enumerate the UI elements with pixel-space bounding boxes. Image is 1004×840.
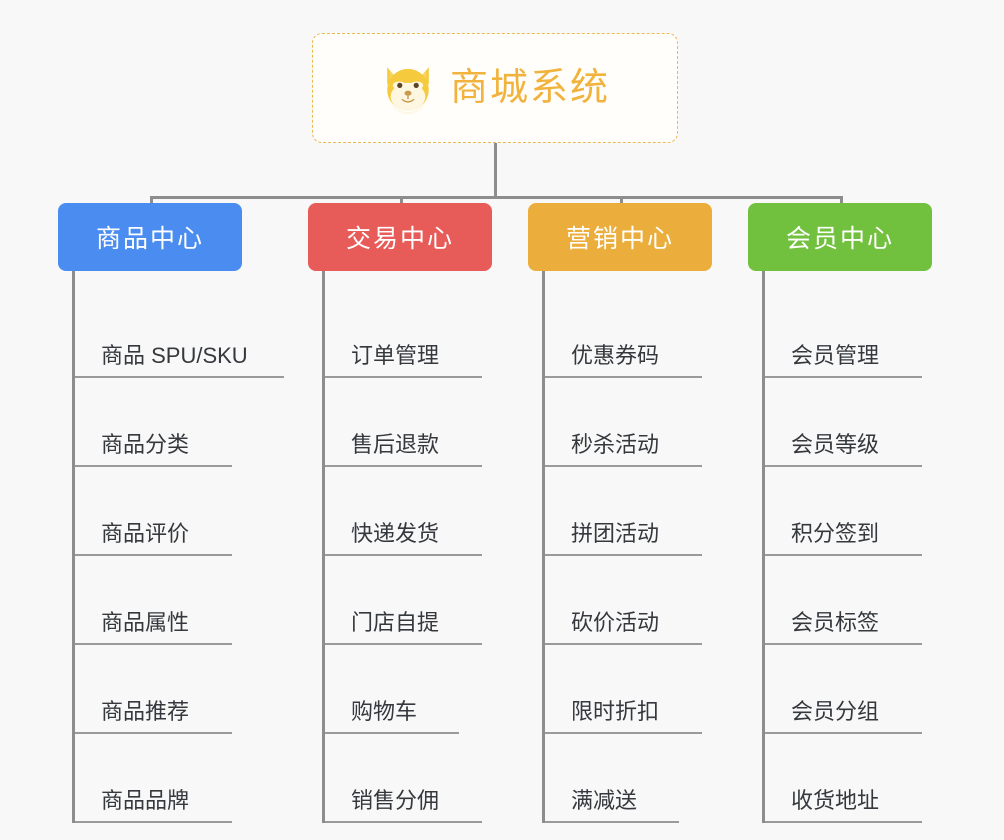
branch-label: 交易中心: [345, 225, 454, 253]
leaf-underline: [545, 376, 702, 378]
leaf-label: 秒杀活动: [571, 431, 660, 457]
leaf-underline: [325, 376, 482, 378]
leaf-label: 优惠券码: [571, 342, 660, 368]
connector-horizontal-bar: [150, 196, 842, 199]
leaf-label: 商品评价: [101, 520, 190, 546]
leaf-underline: [545, 554, 702, 556]
list-item[interactable]: 拼团活动: [545, 467, 712, 556]
leaf-label: 会员管理: [791, 342, 880, 368]
list-item[interactable]: 购物车: [325, 645, 492, 734]
list-item[interactable]: 商品品牌: [75, 734, 242, 823]
connector-drop-4: [840, 196, 843, 205]
root-title: 商城系统: [449, 67, 610, 109]
leaf-label: 会员标签: [791, 609, 880, 635]
leaf-label: 门店自提: [351, 609, 440, 635]
branch-header-trade-center[interactable]: 交易中心: [308, 203, 492, 271]
leaf-underline: [765, 376, 922, 378]
connector-drop-3: [620, 196, 623, 205]
leaf-underline: [75, 465, 232, 467]
leaf-underline: [325, 554, 482, 556]
connector-drop-2: [400, 196, 403, 205]
leaf-underline: [545, 821, 679, 823]
leaf-label: 商品品牌: [101, 787, 190, 813]
branch-marketing-center: 营销中心 优惠券码 秒杀活动 拼团活动 砍价活动 限时折扣: [528, 203, 712, 823]
branch-member-center: 会员中心 会员管理 会员等级 积分签到 会员标签 会员分组: [748, 203, 932, 823]
leaf-label: 满减送: [571, 787, 638, 813]
leaf-underline: [765, 465, 922, 467]
list-item[interactable]: 收货地址: [765, 734, 932, 823]
leaf-underline: [545, 643, 702, 645]
leaf-label: 售后退款: [351, 431, 440, 457]
leaf-underline: [765, 821, 922, 823]
branch-header-product-center[interactable]: 商品中心: [58, 203, 242, 271]
leaf-underline: [325, 821, 482, 823]
list-item[interactable]: 门店自提: [325, 556, 492, 645]
shiba-dog-face-icon: [387, 67, 429, 114]
leaf-underline: [75, 376, 284, 378]
leaf-label: 销售分佣: [351, 787, 440, 813]
leaf-underline: [765, 732, 922, 734]
leaf-label: 购物车: [351, 698, 418, 724]
leaf-underline: [325, 643, 482, 645]
list-item[interactable]: 会员管理: [765, 289, 932, 378]
leaf-label: 商品属性: [101, 609, 190, 635]
list-item[interactable]: 积分签到: [765, 467, 932, 556]
leaf-underline: [75, 821, 232, 823]
leaf-label: 订单管理: [351, 342, 440, 368]
leaf-label: 商品推荐: [101, 698, 190, 724]
list-item[interactable]: 商品分类: [75, 378, 242, 467]
list-item[interactable]: 满减送: [545, 734, 712, 823]
list-item[interactable]: 销售分佣: [325, 734, 492, 823]
leaf-underline: [765, 554, 922, 556]
list-item[interactable]: 限时折扣: [545, 645, 712, 734]
list-item[interactable]: 会员标签: [765, 556, 932, 645]
connector-drop-1: [150, 196, 153, 205]
branch-label: 营销中心: [565, 225, 674, 253]
branch-spine-marketing-center: 优惠券码 秒杀活动 拼团活动 砍价活动 限时折扣 满减送: [542, 271, 712, 823]
leaf-label: 快递发货: [351, 520, 440, 546]
list-item[interactable]: 优惠券码: [545, 289, 712, 378]
list-item[interactable]: 商品属性: [75, 556, 242, 645]
connector-trunk-vertical: [494, 143, 497, 199]
branch-product-center: 商品中心 商品 SPU/SKU 商品分类 商品评价 商品属性 商品推荐: [58, 203, 284, 823]
list-item[interactable]: 商品推荐: [75, 645, 242, 734]
leaf-underline: [325, 732, 459, 734]
leaf-underline: [765, 643, 922, 645]
leaf-underline: [75, 732, 232, 734]
leaf-label: 商品分类: [101, 431, 190, 457]
list-item[interactable]: 订单管理: [325, 289, 492, 378]
branch-header-marketing-center[interactable]: 营销中心: [528, 203, 712, 271]
leaf-label: 砍价活动: [571, 609, 660, 635]
branch-trade-center: 交易中心 订单管理 售后退款 快递发货 门店自提 购物车: [308, 203, 492, 823]
branch-spine-member-center: 会员管理 会员等级 积分签到 会员标签 会员分组 收货地址: [762, 271, 932, 823]
leaf-label: 会员等级: [791, 431, 880, 457]
leaf-underline: [545, 732, 702, 734]
leaf-label: 积分签到: [791, 520, 880, 546]
root-node[interactable]: 商城系统: [312, 33, 678, 143]
leaf-label: 会员分组: [791, 698, 880, 724]
list-item[interactable]: 商品 SPU/SKU: [75, 289, 284, 378]
leaf-underline: [75, 643, 232, 645]
branch-spine-product-center: 商品 SPU/SKU 商品分类 商品评价 商品属性 商品推荐 商品品牌: [72, 271, 284, 823]
list-item[interactable]: 商品评价: [75, 467, 242, 556]
branch-label: 会员中心: [785, 225, 894, 253]
list-item[interactable]: 快递发货: [325, 467, 492, 556]
branch-spine-trade-center: 订单管理 售后退款 快递发货 门店自提 购物车 销售分佣: [322, 271, 492, 823]
list-item[interactable]: 售后退款: [325, 378, 492, 467]
leaf-underline: [75, 554, 232, 556]
leaf-label: 收货地址: [791, 787, 880, 813]
list-item[interactable]: 秒杀活动: [545, 378, 712, 467]
leaf-underline: [545, 465, 702, 467]
leaf-underline: [325, 465, 482, 467]
list-item[interactable]: 会员等级: [765, 378, 932, 467]
leaf-label: 商品 SPU/SKU: [101, 342, 248, 368]
branch-label: 商品中心: [95, 225, 204, 253]
list-item[interactable]: 会员分组: [765, 645, 932, 734]
list-item[interactable]: 砍价活动: [545, 556, 712, 645]
leaf-label: 限时折扣: [571, 698, 660, 724]
branch-header-member-center[interactable]: 会员中心: [748, 203, 932, 271]
leaf-label: 拼团活动: [571, 520, 660, 546]
